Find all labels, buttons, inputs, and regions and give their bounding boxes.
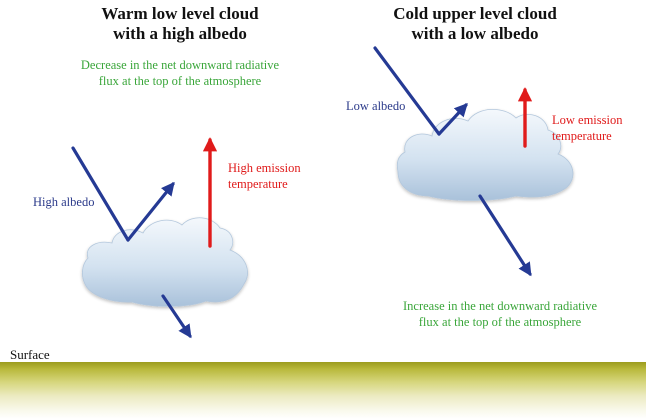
reflected-solar-arrow-left <box>126 181 175 242</box>
left-panel-title: Warm low level cloud with a high albedo <box>101 4 259 43</box>
surface-band <box>0 362 646 419</box>
transmitted-solar-arrow-left <box>161 294 192 339</box>
low-emission-label: Low emission temperature <box>552 113 623 143</box>
low-albedo-label: Low albedo <box>346 99 406 113</box>
surface-label: Surface <box>10 347 50 362</box>
left-flux-note: Decrease in the net downward radiative f… <box>80 58 280 88</box>
reflected-solar-arrow-right <box>437 103 468 136</box>
right-flux-note: Increase in the net downward radiative f… <box>402 299 597 329</box>
high-emission-label: High emission temperature <box>228 161 301 191</box>
transmitted-solar-arrow-right <box>478 194 532 277</box>
incoming-solar-arrow-left <box>71 146 130 242</box>
right-panel-title: Cold upper level cloud with a low albedo <box>393 4 557 43</box>
low-cloud <box>82 217 248 307</box>
incoming-solar-arrow-right <box>373 46 441 136</box>
upper-cloud <box>396 108 574 201</box>
high-albedo-label: High albedo <box>33 195 95 209</box>
